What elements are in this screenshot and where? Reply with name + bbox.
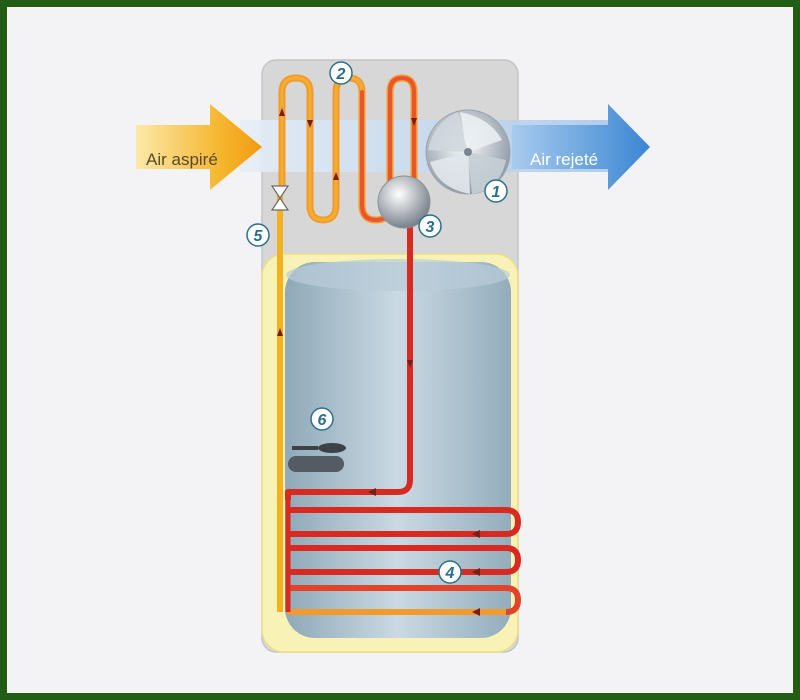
heating-element [288, 456, 344, 472]
condenser-coil-2 [288, 545, 522, 575]
svg-text:4: 4 [445, 565, 455, 582]
condenser-coil-1 [288, 507, 522, 537]
heating-element-head [318, 443, 346, 453]
svg-text:6: 6 [318, 412, 327, 429]
callout-4: 4 [438, 560, 462, 584]
evaporator-coil-hot [360, 75, 416, 223]
air-outlet-arrow [512, 104, 650, 190]
svg-text:3: 3 [426, 219, 435, 236]
callout-1: 1 [484, 179, 508, 203]
hot-discharge-line [285, 195, 413, 495]
svg-text:2: 2 [336, 66, 346, 83]
svg-text:1: 1 [492, 184, 501, 201]
flow-arrows [277, 108, 480, 616]
expansion-valve-icon [270, 185, 290, 211]
compressor-icon [377, 175, 431, 229]
tank-top [286, 259, 510, 291]
callout-2: 2 [329, 61, 353, 85]
condenser-coil-3 [288, 585, 522, 615]
fan-icon [425, 109, 511, 195]
callout-6: 6 [310, 407, 334, 431]
air-in-label: Air aspiré [146, 150, 218, 169]
svg-text:5: 5 [254, 228, 264, 245]
water-tank [285, 262, 511, 638]
callout-5: 5 [246, 223, 270, 247]
air-out-label: Air rejeté [530, 150, 598, 169]
air-inlet-arrow [136, 104, 262, 190]
callout-3: 3 [418, 214, 442, 238]
